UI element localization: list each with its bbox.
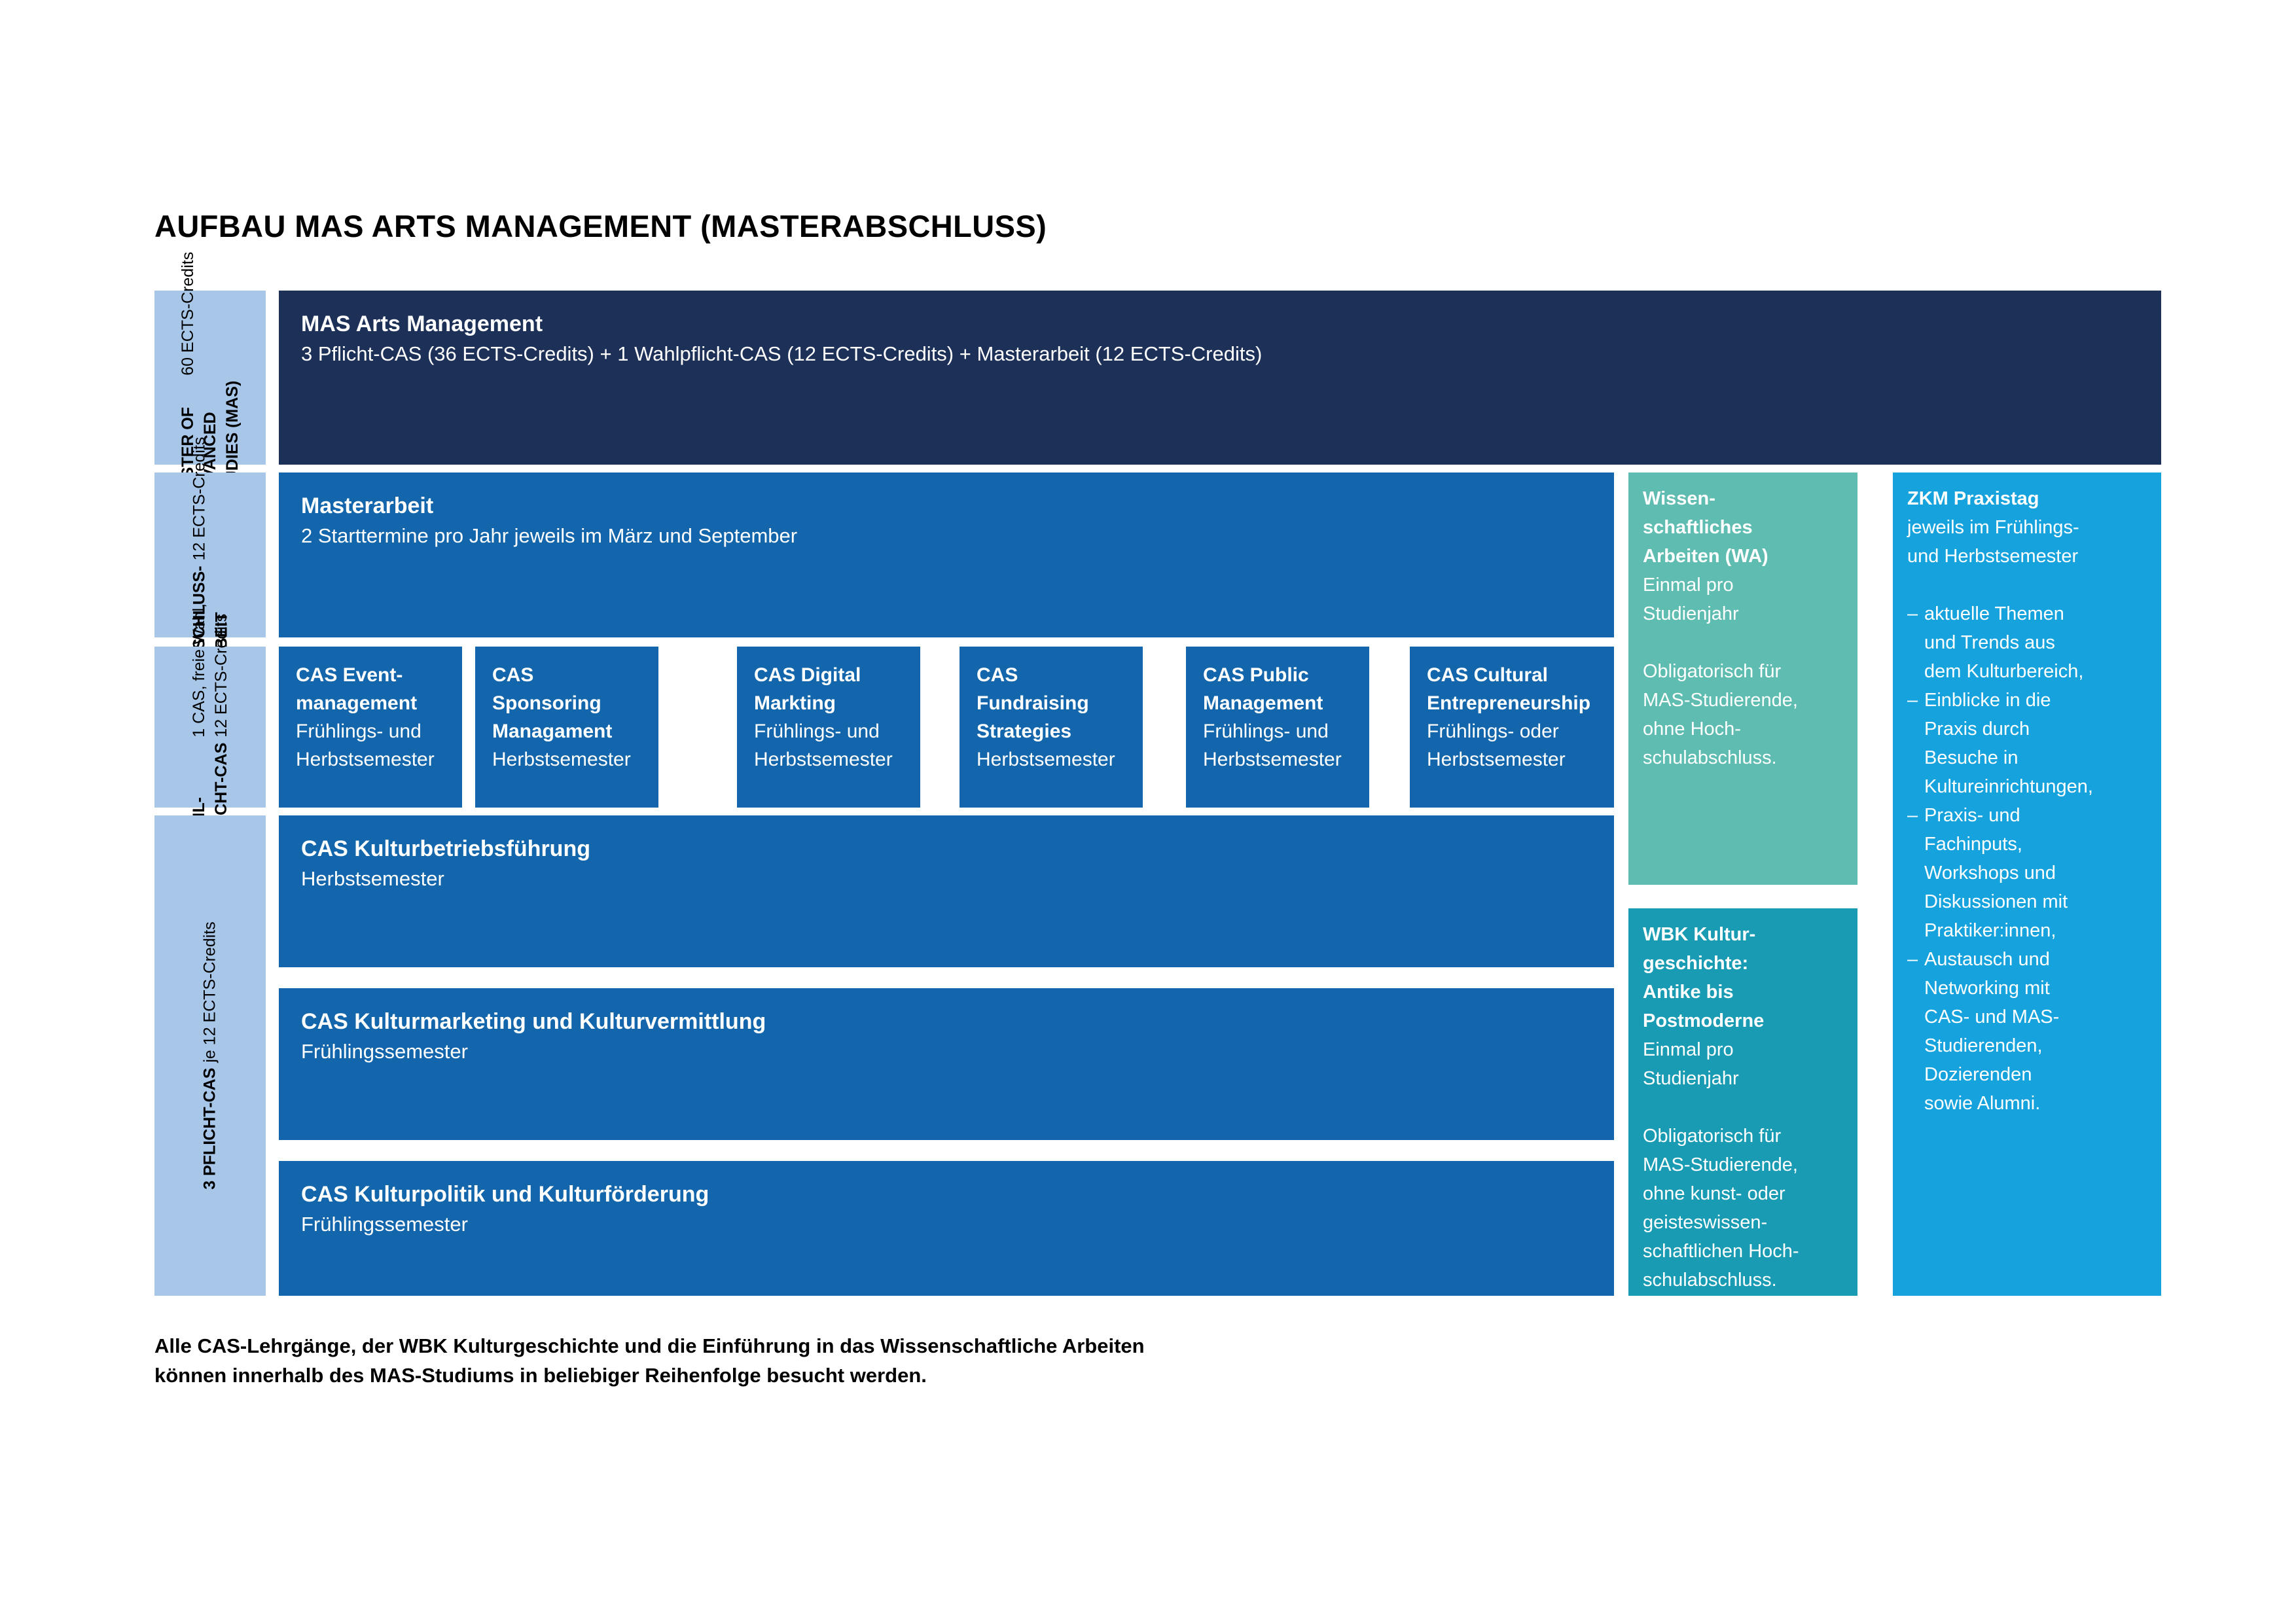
sidebar-item-mas-subtitle: 60 ECTS-Credits	[179, 251, 198, 376]
wahlpflicht-cas-card-1-heading: CAS Event- management	[296, 664, 418, 714]
wissenschaftliches-arbeiten-heading: Wissen- schaftliches Arbeiten (WA)	[1643, 488, 1768, 567]
mas-banner: MAS Arts Management 3 Pflicht-CAS (36 EC…	[279, 291, 2161, 465]
pflicht-cas-card-3-subtext: Frühlingssemester	[301, 1213, 468, 1236]
wbk-kulturgeschichte-heading: WBK Kultur- geschichte: Antike bis Postm…	[1643, 924, 1765, 1031]
wahlpflicht-cas-card-4[interactable]: CAS Fundraising Strategies Herbstsemeste…	[960, 647, 1143, 808]
zkm-praxistag-bullet-list: – aktuelle Themen und Trends aus dem Kul…	[1907, 599, 2147, 1118]
zkm-praxistag-box[interactable]: ZKM Praxistag jeweils im Frühlings- und …	[1893, 473, 2161, 1296]
list-item: – Austausch und Networking mit CAS- und …	[1907, 945, 2147, 1118]
wissenschaftliches-arbeiten-body: Wissen- schaftliches Arbeiten (WA) Einma…	[1628, 473, 1857, 784]
pflicht-cas-card-3-body: CAS Kulturpolitik und Kulturförderung Fr…	[279, 1161, 1614, 1258]
wbk-kulturgeschichte-subtext: Einmal pro Studienjahr	[1643, 1039, 1739, 1089]
wissenschaftliches-arbeiten-subtext: Einmal pro Studienjahr	[1643, 575, 1739, 624]
pflicht-cas-card-1-heading: CAS Kulturbetriebsführung	[301, 836, 590, 861]
wahlpflicht-cas-card-2-heading: CAS Sponsoring Managament	[492, 664, 613, 742]
footer-note-line2: können innerhalb des MAS-Studiums in bel…	[154, 1364, 927, 1387]
pflicht-cas-card-3-heading: CAS Kulturpolitik und Kulturförderung	[301, 1182, 709, 1207]
wahlpflicht-cas-card-1-subtext: Frühlings- und Herbstsemester	[296, 721, 435, 770]
wahlpflicht-cas-card-2-subtext: Herbstsemester	[492, 749, 631, 770]
pflicht-cas-card-2-subtext: Frühlingssemester	[301, 1040, 468, 1063]
list-item: – Einblicke in die Praxis durch Besuche …	[1907, 686, 2147, 801]
bullet-dash-icon: –	[1907, 805, 1918, 826]
sidebar-item-wahlpflicht-subtitle: 1 CAS, freie Wahl,12 ECTS-Credits	[190, 603, 231, 738]
footer-note-line1: Alle CAS-Lehrgänge, der WBK Kulturgeschi…	[154, 1334, 1145, 1357]
wahlpflicht-cas-card-5[interactable]: CAS Public Management Frühlings- und Her…	[1186, 647, 1369, 808]
wahlpflicht-cas-card-6[interactable]: CAS Cultural Entrepreneurship Frühlings-…	[1410, 647, 1614, 808]
wahlpflicht-cas-card-6-subtext: Frühlings- oder Herbstsemester	[1427, 721, 1566, 770]
pflicht-cas-card-2-body: CAS Kulturmarketing und Kulturvermittlun…	[279, 988, 1614, 1086]
pflicht-cas-card-1[interactable]: CAS Kulturbetriebsführung Herbstsemester	[279, 815, 1614, 967]
list-item-text: Praxis- und Fachinputs, Workshops und Di…	[1924, 805, 2068, 941]
wahlpflicht-cas-card-3-body: CAS Digital Markting Frühlings- und Herb…	[737, 647, 920, 788]
pflicht-cas-card-1-body: CAS Kulturbetriebsführung Herbstsemester	[279, 815, 1614, 913]
wbk-kulturgeschichte-box[interactable]: WBK Kultur- geschichte: Antike bis Postm…	[1628, 908, 1857, 1296]
list-item-text: aktuelle Themen und Trends aus dem Kultu…	[1924, 603, 2084, 682]
wahlpflicht-cas-card-4-body: CAS Fundraising Strategies Herbstsemeste…	[960, 647, 1143, 788]
mas-banner-body: MAS Arts Management 3 Pflicht-CAS (36 EC…	[279, 291, 2161, 388]
sidebar-item-abschlussarbeit-subtitle: 12 ECTS-Credits	[190, 437, 209, 561]
list-item: – Praxis- und Fachinputs, Workshops und …	[1907, 801, 2147, 945]
bullet-dash-icon: –	[1907, 603, 1918, 624]
wahlpflicht-cas-card-2-body: CAS Sponsoring Managament Herbstsemester	[475, 647, 658, 788]
mas-banner-heading: MAS Arts Management	[301, 312, 543, 336]
sidebar-item-pflicht-title: 3 PFLICHT-CAS	[201, 1067, 220, 1190]
masterarbeit-subtext: 2 Starttermine pro Jahr jeweils im März …	[301, 524, 798, 547]
bullet-dash-icon: –	[1907, 949, 1918, 970]
zkm-praxistag-body: ZKM Praxistag jeweils im Frühlings- und …	[1893, 473, 2161, 1130]
mas-banner-subtext: 3 Pflicht-CAS (36 ECTS-Credits) + 1 Wahl…	[301, 342, 1263, 365]
wahlpflicht-cas-card-5-body: CAS Public Management Frühlings- und Her…	[1186, 647, 1369, 788]
sidebar-item-pflicht-subtitle: je 12 ECTS-Credits	[201, 921, 220, 1063]
sidebar-item-wahlpflicht: WAHL-PFLICHT-CAS 1 CAS, freie Wahl,12 EC…	[154, 603, 266, 851]
list-item-text: Austausch und Networking mit CAS- und MA…	[1924, 949, 2060, 1114]
zkm-praxistag-subtext: jeweils im Frühlings- und Herbstsemester	[1907, 517, 2079, 567]
list-item-text: Einblicke in die Praxis durch Besuche in…	[1924, 690, 2093, 797]
sidebar-item-pflicht-rotated: 3 PFLICHT-CAS je 12 ECTS-Credits	[154, 815, 266, 1296]
wbk-kulturgeschichte-body: WBK Kultur- geschichte: Antike bis Postm…	[1628, 908, 1857, 1306]
wahlpflicht-cas-card-2[interactable]: CAS Sponsoring Managament Herbstsemester	[475, 647, 658, 808]
pflicht-cas-card-2[interactable]: CAS Kulturmarketing und Kulturvermittlun…	[279, 988, 1614, 1140]
pflicht-cas-card-3[interactable]: CAS Kulturpolitik und Kulturförderung Fr…	[279, 1161, 1614, 1296]
masterarbeit-body: Masterarbeit 2 Starttermine pro Jahr jew…	[279, 473, 1614, 570]
bullet-dash-icon: –	[1907, 690, 1918, 711]
masterarbeit-heading: Masterarbeit	[301, 493, 434, 518]
wissenschaftliches-arbeiten-box[interactable]: Wissen- schaftliches Arbeiten (WA) Einma…	[1628, 473, 1857, 885]
page-title: AUFBAU MAS ARTS MANAGEMENT (MASTERABSCHL…	[154, 209, 1047, 243]
sidebar-item-wahlpflicht-rotated: WAHL-PFLICHT-CAS 1 CAS, freie Wahl,12 EC…	[154, 603, 266, 851]
wahlpflicht-cas-card-6-heading: CAS Cultural Entrepreneurship	[1427, 664, 1591, 714]
wissenschaftliches-arbeiten-note: Obligatorisch für MAS-Studierende, ohne …	[1643, 661, 1798, 768]
wbk-kulturgeschichte-note: Obligatorisch für MAS-Studierende, ohne …	[1643, 1126, 1799, 1291]
sidebar-item-abschlussarbeit: ABSCHLUSS-ARBEIT 12 ECTS-Credits	[154, 437, 266, 673]
wahlpflicht-cas-card-6-body: CAS Cultural Entrepreneurship Frühlings-…	[1410, 647, 1614, 788]
wahlpflicht-cas-card-5-heading: CAS Public Management	[1203, 664, 1323, 714]
wahlpflicht-cas-card-3-heading: CAS Digital Markting	[754, 664, 861, 714]
wahlpflicht-cas-card-4-subtext: Herbstsemester	[977, 749, 1115, 770]
list-item: – aktuelle Themen und Trends aus dem Kul…	[1907, 599, 2147, 686]
pflicht-cas-card-2-heading: CAS Kulturmarketing und Kulturvermittlun…	[301, 1009, 766, 1034]
wahlpflicht-cas-card-5-subtext: Frühlings- und Herbstsemester	[1203, 721, 1342, 770]
wahlpflicht-cas-card-1-body: CAS Event- management Frühlings- und Her…	[279, 647, 462, 788]
masterarbeit-box: Masterarbeit 2 Starttermine pro Jahr jew…	[279, 473, 1614, 637]
zkm-praxistag-heading: ZKM Praxistag	[1907, 488, 2039, 509]
wahlpflicht-cas-card-3[interactable]: CAS Digital Markting Frühlings- und Herb…	[737, 647, 920, 808]
wahlpflicht-cas-card-4-heading: CAS Fundraising Strategies	[977, 664, 1089, 742]
wahlpflicht-cas-card-1[interactable]: CAS Event- management Frühlings- und Her…	[279, 647, 462, 808]
pflicht-cas-card-1-subtext: Herbstsemester	[301, 867, 444, 890]
wahlpflicht-cas-card-3-subtext: Frühlings- und Herbstsemester	[754, 721, 893, 770]
sidebar-item-pflicht: 3 PFLICHT-CAS je 12 ECTS-Credits	[154, 815, 266, 1296]
footer-note: Alle CAS-Lehrgänge, der WBK Kulturgeschi…	[154, 1331, 1145, 1390]
